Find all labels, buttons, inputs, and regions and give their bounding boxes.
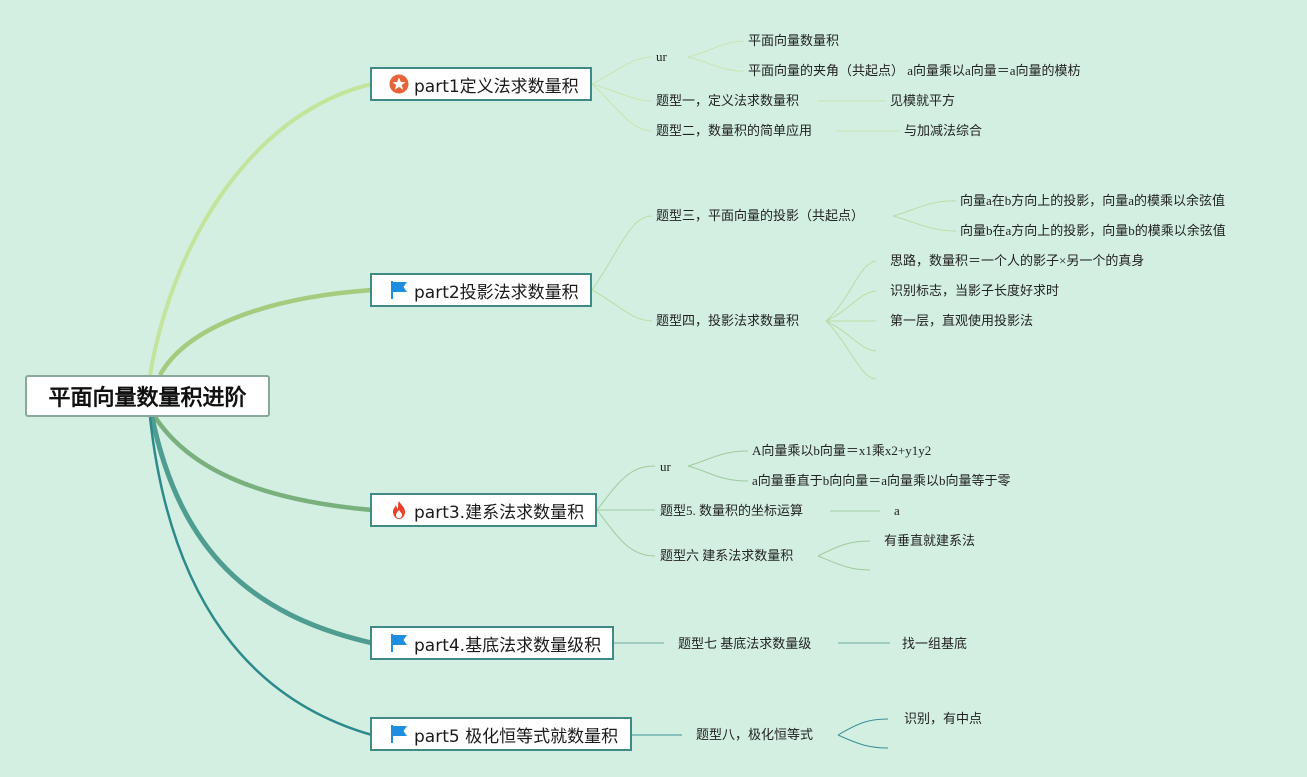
branch-part5 [148,416,373,737]
topic-p3-ur[interactable]: ur [660,459,671,474]
leaf-p1-3[interactable]: 见模就平方 [890,93,956,108]
leaf-p4-1[interactable]: 找一组基底 [902,636,968,651]
leaf-p3-2[interactable]: a向量垂直于b向向量＝a向量乘以b向量等于零 [752,473,1011,488]
fire-icon [388,499,410,521]
topic-p1-ur[interactable]: ur [656,49,667,64]
leaf-p1-2[interactable]: 平面向量的夹角（共起点） a向量乘以a向量＝a向量的模枋 [748,63,1081,78]
part1-label: part1定义法求数量积 [414,76,579,97]
flag-icon [388,632,410,654]
topic-p5-type8[interactable]: 题型八，极化恒等式 [696,727,814,742]
part2-node[interactable]: part2投影法求数量积 [370,273,592,307]
topic-p1-type2[interactable]: 题型二，数量积的简单应用 [656,123,813,138]
leaf-p1-4[interactable]: 与加减法综合 [904,123,983,138]
leaf-p3-3[interactable]: a [894,503,900,518]
topic-p1-type1[interactable]: 题型一，定义法求数量积 [656,93,800,108]
topic-p2-type4[interactable]: 题型四，投影法求数量积 [656,313,800,328]
branch-part4 [149,416,373,646]
part4-node[interactable]: part4.基底法求数量级积 [370,626,614,660]
leaf-p2-2[interactable]: 向量b在a方向上的投影，向量b的模乘以余弦值 [960,223,1226,238]
leaf-p5-1[interactable]: 识别，有中点 [904,711,983,726]
part2-label: part2投影法求数量积 [414,282,579,303]
branch-part3 [153,415,373,513]
topic-p3-type5[interactable]: 题型5. 数量积的坐标运算 [660,503,804,518]
part4-label: part4.基底法求数量级积 [414,635,602,656]
flag-icon [388,279,410,301]
leaf-p3-4[interactable]: 有垂直就建系法 [884,533,976,548]
leaf-p3-1[interactable]: A向量乘以b向量＝x1乘x2+y1y2 [752,443,932,458]
leaf-p1-1[interactable]: 平面向量数量积 [748,33,840,48]
leaf-p2-1[interactable]: 向量a在b方向上的投影，向量a的模乘以余弦值 [960,193,1226,208]
leaf-p2-4[interactable]: 识别标志，当影子长度好求时 [890,283,1060,298]
topic-p4-type7[interactable]: 题型七 基底法求数量级 [678,636,812,651]
part5-label: part5 极化恒等式就数量积 [414,726,619,747]
topic-p2-type3[interactable]: 题型三，平面向量的投影（共起点） [656,208,865,223]
branch-part2 [158,287,373,377]
part3-node[interactable]: part3.建系法求数量积 [370,493,597,527]
part3-label: part3.建系法求数量积 [414,502,585,523]
star-icon [388,73,410,95]
flag-icon [388,723,410,745]
leaf-p2-5[interactable]: 第一层，直观使用投影法 [890,313,1034,328]
root-node[interactable]: 平面向量数量积进阶 [25,375,270,417]
part1-node[interactable]: part1定义法求数量积 [370,67,592,101]
part5-node[interactable]: part5 极化恒等式就数量积 [370,717,632,751]
topic-p3-type6[interactable]: 题型六 建系法求数量积 [660,548,794,563]
leaf-p2-3[interactable]: 思路，数量积＝一个人的影子×另一个的真身 [890,253,1145,268]
branch-part1 [148,82,373,376]
